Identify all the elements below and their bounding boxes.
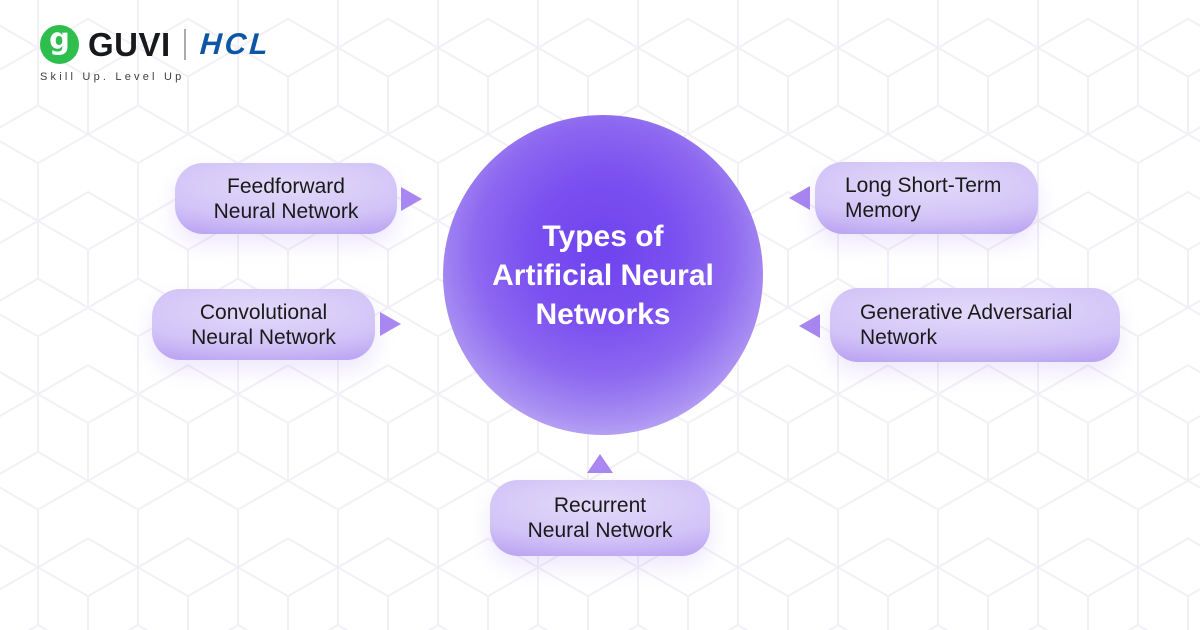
node-gan-label-line-1: Generative Adversarial [860,301,1073,324]
node-convolutional-label-line-1: Convolutional [199,300,328,324]
node-recurrent-label-line-1: Recurrent [553,494,647,517]
brand-logo: g GUVI HCL Skill Up. Level Up [40,25,272,83]
node-feedforward-label-line-2: Neural Network [213,199,359,223]
guvi-mark-icon: g [40,25,79,64]
title-line-3: Networks [535,297,671,331]
central-topic-circle: Types of Artificial Neural Networks [443,115,763,435]
node-convolutional: Convolutional Neural Network [152,289,375,360]
node-recurrent-label-line-2: Neural Network [527,519,673,542]
node-gan: Generative Adversarial Network [830,288,1120,362]
node-feedforward-label-line-1: Feedforward [227,174,345,198]
node-feedforward: Feedforward Neural Network [175,163,397,234]
central-topic-title: Types of Artificial Neural Networks [492,217,714,334]
title-line-2: Artificial Neural [492,258,714,292]
node-lstm-label-line-1: Long Short-Term [845,174,1002,197]
feedforward-arrow-icon [401,187,422,211]
guvi-wordmark: GUVI [88,25,171,63]
lstm-arrow-icon [789,186,810,210]
recurrent-arrow-icon [587,454,613,473]
gan-arrow-icon [799,314,820,338]
brand-tagline: Skill Up. Level Up [40,71,185,83]
guvi-mark-letter: g [49,22,70,56]
node-gan-label-line-2: Network [860,326,938,349]
node-convolutional-label-line-2: Neural Network [191,325,336,349]
node-lstm: Long Short-Term Memory [815,162,1038,234]
node-lstm-label-line-2: Memory [845,199,921,222]
node-recurrent: Recurrent Neural Network [490,480,710,556]
title-line-1: Types of [542,219,664,253]
convolutional-arrow-icon [380,312,401,336]
logo-divider [183,29,186,60]
hcl-wordmark: HCL [198,27,272,61]
